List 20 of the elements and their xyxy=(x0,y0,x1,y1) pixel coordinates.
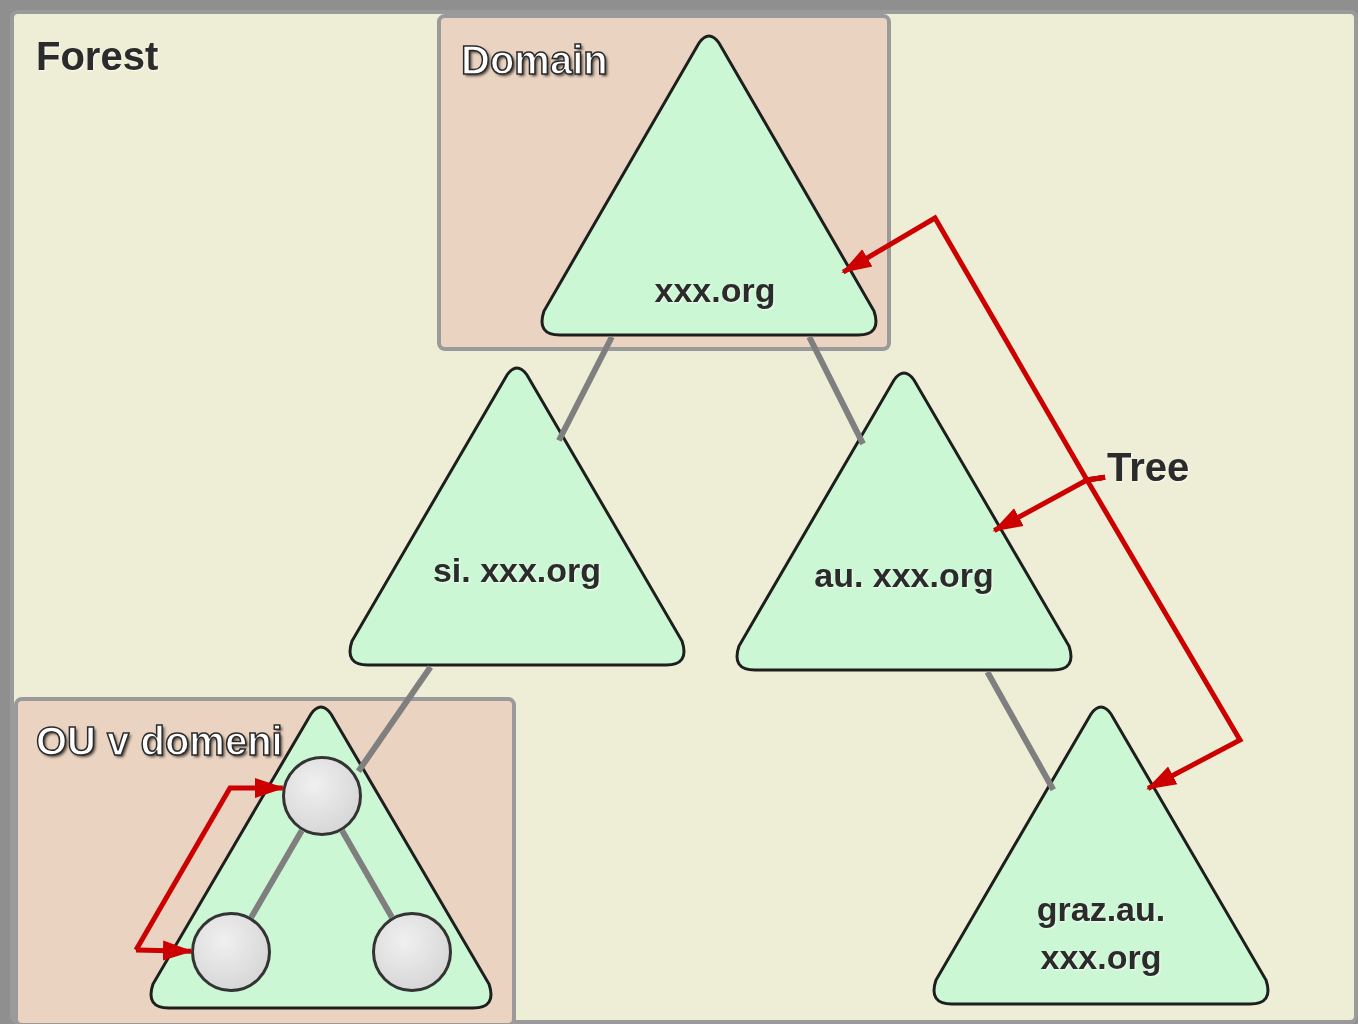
arrow xyxy=(1082,474,1244,791)
connector-line xyxy=(248,829,305,919)
region-title: OU v domeni xyxy=(36,719,283,764)
region-box xyxy=(437,14,891,351)
tree-label: Tree xyxy=(1107,445,1190,490)
region-title: Forest xyxy=(36,34,159,79)
domain-name: si. xxx.org xyxy=(431,550,603,591)
arrow xyxy=(135,940,193,961)
domain-name: xxx.org xyxy=(653,270,777,311)
connector-line xyxy=(984,670,1056,792)
connector-line xyxy=(556,335,615,442)
arrow xyxy=(133,778,285,952)
connector-line xyxy=(355,665,433,773)
region-box xyxy=(14,697,516,1024)
connector-line xyxy=(339,829,395,919)
domain-name: au. xxx.org xyxy=(813,555,995,596)
connector-line xyxy=(806,335,866,446)
region-title: Domain xyxy=(461,38,608,83)
region-box xyxy=(10,10,1358,1024)
domain-name: graz.au. xxx.org xyxy=(1035,889,1167,978)
